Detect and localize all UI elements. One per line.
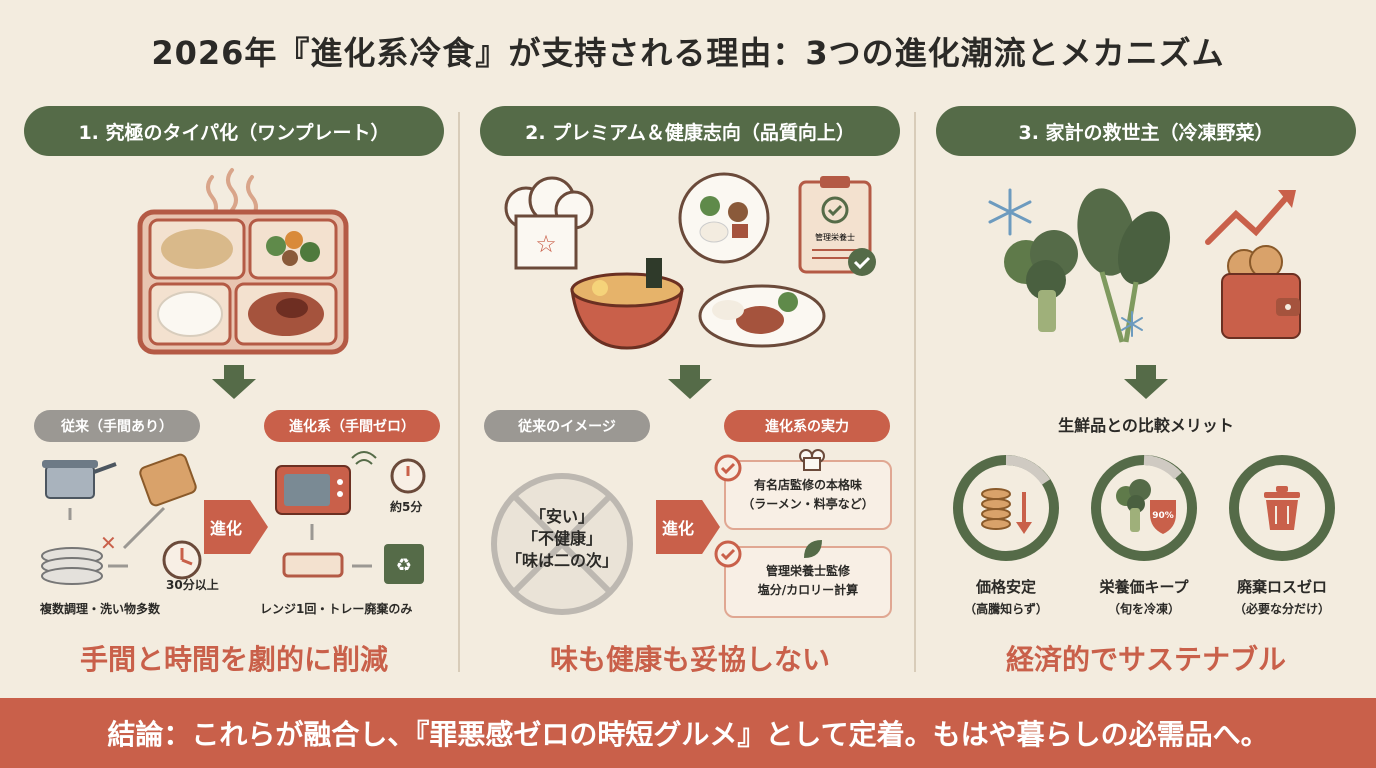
recycle-bin-icon: ♻: [384, 544, 424, 584]
merit-label: 価格安定: [975, 578, 1036, 596]
bento-plate-icon: [678, 172, 770, 264]
chef-hat-small-icon: [799, 449, 825, 471]
down-arrow-icon: [212, 365, 256, 399]
prohibited-sign-icon: [491, 473, 633, 615]
column-frozen-vegetables: 3. 家計の救世主（冷凍野菜）: [926, 100, 1366, 690]
column-summary: 味も健康も妥協しない: [549, 643, 830, 676]
pot-icon: [42, 460, 117, 499]
column-header: 1. 究極のタイパ化（ワンプレート）: [24, 106, 444, 156]
column-summary: 手間と時間を劇的に削減: [79, 643, 388, 676]
old-image-item: 「味は二の次」: [505, 551, 618, 570]
merit-sub: （必要な分だけ）: [1233, 602, 1330, 616]
merit-title: 生鮮品との比較メリット: [1058, 416, 1234, 435]
caption-before: 複数調理・洗い物多数: [40, 602, 161, 616]
after-tag: 進化系の実力: [724, 410, 890, 442]
broccoli-icon: [1004, 230, 1078, 332]
feature-card-chef: 有名店監修の本格味 （ラーメン・料亭など）: [724, 460, 892, 530]
ramen-bowl-icon: [570, 258, 684, 350]
merit-sub: （旬を冷凍）: [1107, 602, 1180, 616]
merit-sub: （高騰知らず）: [964, 602, 1048, 616]
cutting-board-icon: [139, 453, 197, 507]
feature-card-sub: （ラーメン・料亭など）: [742, 497, 874, 511]
before-tag: 従来のイメージ: [484, 410, 650, 442]
old-image-item: 「安い」: [529, 507, 594, 526]
check-circle-icon: [714, 540, 742, 568]
snowflake-icon: [988, 188, 1032, 236]
clock-icon: [162, 540, 202, 580]
evolution-arrow: 進化: [656, 500, 720, 554]
svg-text:✕: ✕: [100, 531, 117, 555]
down-arrow-icon: [1124, 365, 1168, 399]
frozen-vegetables-illustration: [988, 188, 1301, 343]
svg-text:♻: ♻: [396, 555, 412, 576]
merit-label: 廃棄ロスゼロ: [1236, 578, 1327, 596]
column-summary: 経済的でサステナブル: [1005, 643, 1286, 676]
trash-can-icon: [1229, 455, 1335, 561]
chef-hat-icon: ☆: [504, 176, 594, 270]
check-circle-icon: [714, 454, 742, 482]
feature-card-sub: 塩分/カロリー計算: [757, 583, 859, 597]
leaf-icon: [804, 540, 822, 558]
spinach-icon: [1077, 188, 1171, 343]
evolution-arrow: 進化: [204, 500, 268, 554]
snowflake-small-icon: [1121, 311, 1143, 337]
conclusion-banner: 結論：これらが融合し、『罪悪感ゼロの時短グルメ』として定着。もはや暮らしの必需品…: [0, 698, 1376, 768]
feature-card-nutritionist: 管理栄養士監修 塩分/カロリー計算: [724, 546, 892, 618]
premium-food-illustration: ☆ 管理栄養士: [504, 172, 876, 350]
merit-badge: 90%: [1152, 511, 1174, 521]
old-image-item: 「不健康」: [521, 529, 602, 548]
broccoli-shield-icon: 90%: [1091, 455, 1197, 561]
after-tag: 進化系（手間ゼロ）: [264, 410, 440, 442]
column-header: 3. 家計の救世主（冷凍野菜）: [936, 106, 1356, 156]
page-title: 2026年『進化系冷食』が支持される理由：3つの進化潮流とメカニズム: [151, 34, 1225, 72]
coins-down-icon: [953, 455, 1059, 561]
column-header: 2. プレミアム＆健康志向（品質向上）: [480, 106, 900, 156]
down-arrow-icon: [668, 365, 712, 399]
timer-icon: [390, 458, 426, 494]
time-before: 30分以上: [166, 578, 219, 592]
microwave-steps-illustration: ♻: [275, 451, 426, 584]
empty-tray-icon: [282, 552, 344, 578]
column-timesaving: 1. 究極のタイパ化（ワンプレート） 従来（手間あり） 進化系（手間ゼロ）: [14, 100, 454, 690]
before-tag: 従来（手間あり）: [34, 410, 200, 442]
wallet-icon: [1221, 245, 1301, 339]
feature-card-title: 有名店監修の本格味: [753, 478, 862, 492]
cooking-steps-illustration: ✕: [41, 453, 202, 585]
merit-label: 栄養価キープ: [1099, 578, 1189, 596]
steak-plate-icon: [698, 284, 826, 348]
old-image-list: 「安い」 「不健康」 「味は二の次」: [502, 506, 622, 572]
column-premium-health: 2. プレミアム＆健康志向（品質向上） ☆: [470, 100, 910, 690]
time-after: 約5分: [390, 500, 423, 514]
dirty-dishes-icon: ✕: [41, 531, 117, 585]
rising-trend-icon: [1205, 190, 1296, 245]
column-divider: [914, 112, 916, 672]
clipboard-label: 管理栄養士: [815, 232, 855, 242]
microwave-icon: [275, 465, 351, 515]
svg-text:☆: ☆: [535, 230, 557, 258]
column-divider: [458, 112, 460, 672]
caption-after: レンジ1回・トレー廃棄のみ: [260, 602, 413, 616]
clipboard-icon: 管理栄養士: [798, 176, 876, 276]
bento-tray-illustration: [137, 168, 349, 355]
wifi-waves-icon: [351, 451, 377, 465]
feature-card-title: 管理栄養士監修: [765, 564, 850, 578]
